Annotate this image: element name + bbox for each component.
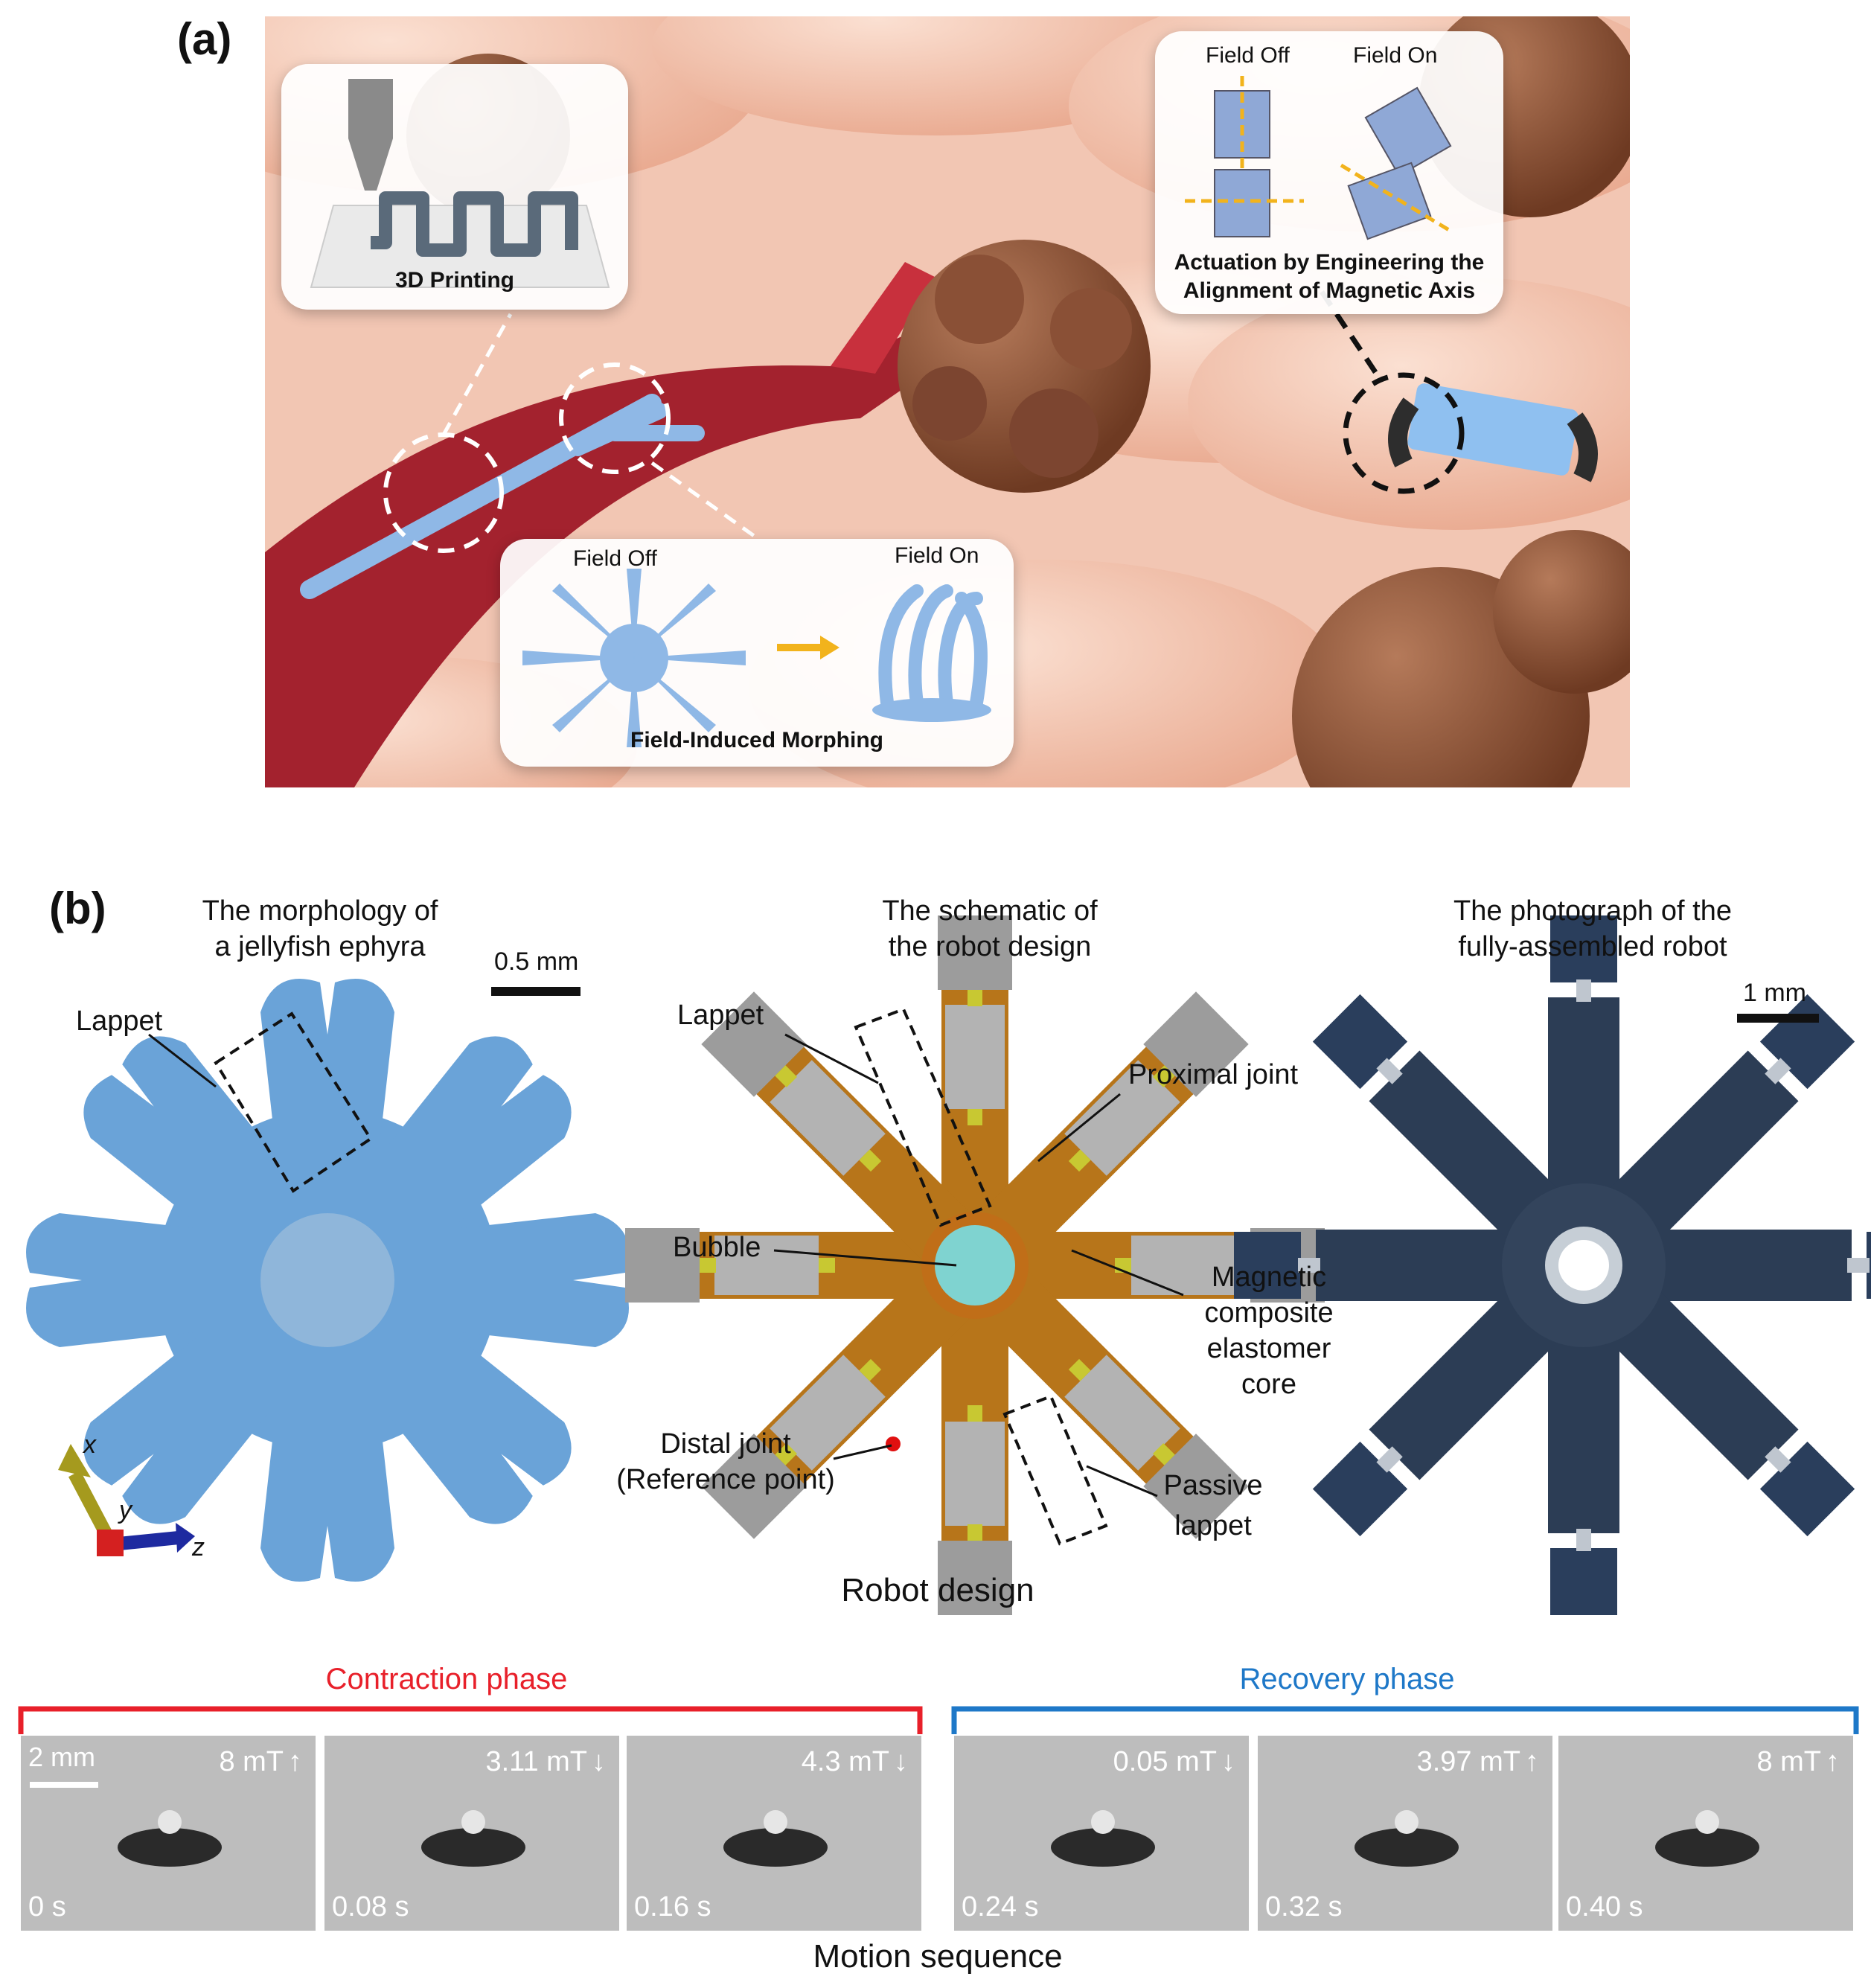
motion-frame: 3.11 mT↓ 0.08 s bbox=[324, 1736, 619, 1931]
motion-sequence-caption: Motion sequence bbox=[813, 1938, 1063, 1975]
col2-title-line2: the robot design bbox=[888, 931, 1092, 962]
motion-frame: 8 mT↑ 0 s 2 mm bbox=[21, 1736, 316, 1931]
morph-field-off-label: Field Off bbox=[573, 546, 657, 571]
printing-card: 3D Printing bbox=[281, 64, 628, 310]
motion-frame: 4.3 mT↓ 0.16 s bbox=[627, 1736, 921, 1931]
col3-scale-label: 1 mm bbox=[1743, 979, 1806, 1007]
frame-field-label: 8 mT↑ bbox=[219, 1746, 302, 1778]
col1-title-line1: The morphology of bbox=[202, 895, 438, 927]
frame-time-label: 0.08 s bbox=[332, 1891, 409, 1923]
motion-frame: 8 mT↑ 0.40 s bbox=[1558, 1736, 1853, 1931]
col1-title-line2: a jellyfish ephyra bbox=[214, 931, 426, 962]
motion-frame: 3.97 mT↑ 0.32 s bbox=[1258, 1736, 1552, 1931]
frame-field-label: 0.05 mT↓ bbox=[1113, 1746, 1235, 1778]
frame-field-value: 3.11 mT bbox=[485, 1746, 587, 1777]
col1-axis-x-label: x bbox=[83, 1431, 96, 1459]
col3-scale-bar bbox=[1737, 1014, 1819, 1023]
col2-distal-joint-line2: (Reference point) bbox=[616, 1464, 835, 1495]
down-arrow-icon: ↓ bbox=[1221, 1746, 1235, 1777]
col2-passive-lappet-line2: lappet bbox=[1174, 1510, 1252, 1541]
robot-silhouette bbox=[1655, 1810, 1759, 1867]
frame-field-label: 3.11 mT↓ bbox=[485, 1746, 606, 1778]
axis-field-on-label: Field On bbox=[1353, 43, 1438, 68]
panel-a-illustration: 3D Printing Field Off Field On Actuation… bbox=[265, 16, 1630, 787]
up-arrow-icon: ↑ bbox=[288, 1746, 302, 1777]
col1-lappet-label: Lappet bbox=[76, 1006, 163, 1037]
robot-silhouette bbox=[421, 1810, 525, 1867]
col2-bubble-label: Bubble bbox=[673, 1232, 761, 1263]
frame-time-label: 0.32 s bbox=[1265, 1891, 1343, 1923]
motion-frame: 0.05 mT↓ 0.24 s bbox=[954, 1736, 1249, 1931]
col3-title-line1: The photograph of the bbox=[1453, 895, 1732, 927]
motion-scale-bar bbox=[30, 1782, 98, 1788]
frame-time-label: 0 s bbox=[28, 1891, 66, 1923]
col2-core-line3: elastomer bbox=[1206, 1333, 1331, 1364]
frame-time-label: 0.16 s bbox=[634, 1891, 711, 1923]
axis-field-off-label: Field Off bbox=[1206, 43, 1290, 68]
frame-field-value: 4.3 mT bbox=[801, 1746, 889, 1777]
col2-proximal-joint-label: Proximal joint bbox=[1128, 1059, 1299, 1090]
col1-scale-label: 0.5 mm bbox=[494, 947, 579, 976]
morphing-card: Field Off Field On bbox=[500, 539, 1014, 767]
frame-field-label: 8 mT↑ bbox=[1756, 1746, 1840, 1778]
morph-field-on-label: Field On bbox=[895, 543, 979, 568]
contraction-phase-label: Contraction phase bbox=[325, 1663, 568, 1695]
col3-title-line2: fully-assembled robot bbox=[1458, 931, 1727, 962]
col2-title-line1: The schematic of bbox=[882, 895, 1098, 927]
printer-nozzle-icon bbox=[310, 79, 610, 288]
morph-caption: Field-Induced Morphing bbox=[630, 728, 883, 752]
recovery-phase-label: Recovery phase bbox=[1239, 1663, 1455, 1695]
robot-design-caption: Robot design bbox=[841, 1572, 1034, 1608]
magnetic-axis-card: Field Off Field On Actuation by Engineer… bbox=[1155, 31, 1503, 314]
frame-field-value: 0.05 mT bbox=[1113, 1746, 1217, 1777]
frame-field-value: 3.97 mT bbox=[1416, 1746, 1520, 1777]
panel-a-label: (a) bbox=[177, 14, 232, 64]
frame-field-label: 3.97 mT↑ bbox=[1417, 1746, 1539, 1778]
col2-core-line4: core bbox=[1241, 1369, 1296, 1400]
magnetic-segments-icon bbox=[1185, 76, 1454, 240]
panel-b-label: (b) bbox=[49, 883, 106, 933]
down-arrow-icon: ↓ bbox=[592, 1746, 606, 1777]
col2-passive-lappet-line1: Passive bbox=[1163, 1470, 1263, 1501]
morphing-shapes-icon bbox=[522, 569, 991, 747]
axis-caption-line2: Alignment of Magnetic Axis bbox=[1183, 278, 1476, 303]
frame-time-label: 0.24 s bbox=[962, 1891, 1039, 1923]
frame-field-value: 8 mT bbox=[1756, 1746, 1821, 1777]
axis-caption-line1: Actuation by Engineering the bbox=[1174, 250, 1485, 275]
frame-field-value: 8 mT bbox=[219, 1746, 284, 1777]
col2-lappet-label: Lappet bbox=[677, 1000, 764, 1031]
robot-silhouette bbox=[1355, 1810, 1459, 1867]
frame-time-label: 0.40 s bbox=[1566, 1891, 1643, 1923]
col1-axis-y-label: y bbox=[119, 1496, 132, 1524]
printing-label: 3D Printing bbox=[394, 268, 514, 293]
up-arrow-icon: ↑ bbox=[1525, 1746, 1539, 1777]
robot-silhouette bbox=[1051, 1810, 1155, 1867]
frame-field-label: 4.3 mT↓ bbox=[802, 1746, 908, 1778]
col2-core-line1: Magnetic bbox=[1211, 1262, 1327, 1293]
col2-distal-joint-line1: Distal joint bbox=[660, 1428, 791, 1460]
down-arrow-icon: ↓ bbox=[894, 1746, 908, 1777]
col1-scale-bar bbox=[491, 987, 581, 996]
robot-silhouette bbox=[723, 1810, 828, 1867]
robot-silhouette bbox=[118, 1810, 222, 1867]
motion-scale-label: 2 mm bbox=[28, 1742, 95, 1772]
col1-axis-z-label: z bbox=[192, 1533, 205, 1562]
up-arrow-icon: ↑ bbox=[1826, 1746, 1840, 1777]
col2-core-line2: composite bbox=[1204, 1297, 1334, 1329]
